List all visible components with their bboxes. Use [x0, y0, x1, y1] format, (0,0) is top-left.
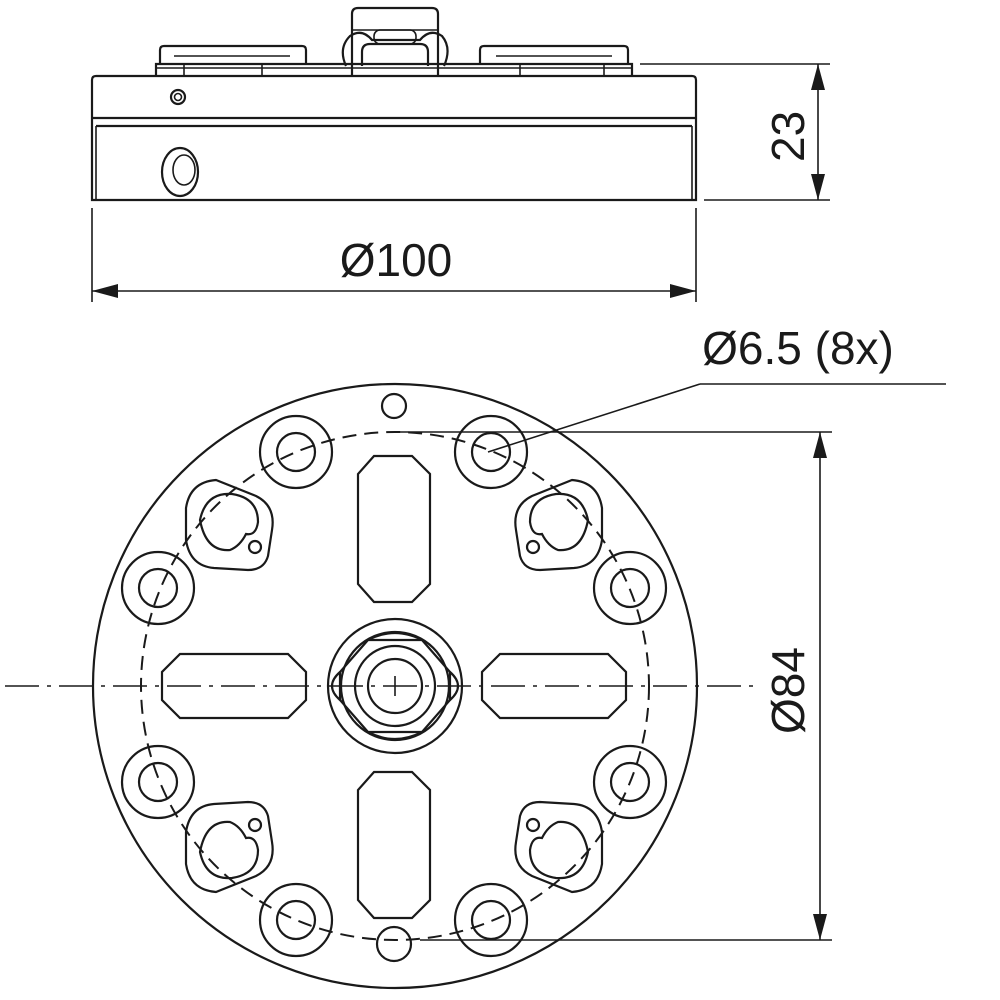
side-body-top	[90, 74, 698, 118]
center-hub	[326, 617, 464, 755]
callout-leader	[487, 383, 701, 453]
top-pin-hole	[380, 392, 408, 420]
height-dimension: 23	[640, 63, 830, 201]
slot-top	[356, 454, 432, 604]
hole-7	[258, 882, 334, 958]
hole-1	[258, 414, 334, 490]
slot-right	[480, 652, 628, 720]
height-dimension-label: 23	[762, 111, 814, 162]
outer-diameter-dimension: Ø100	[91, 208, 697, 302]
hole-8	[453, 882, 529, 958]
pocket-top-left	[184, 478, 274, 572]
side-top-plate	[154, 62, 634, 76]
pocket-top-right	[514, 478, 604, 572]
slot-bottom	[356, 770, 432, 920]
side-view	[90, 6, 698, 202]
bolt-circle-label: Ø84	[762, 647, 814, 734]
side-body-lower	[90, 118, 698, 202]
mounting-holes	[120, 414, 668, 958]
slots	[160, 454, 628, 920]
bottom-pin-hole	[375, 925, 413, 963]
side-screw	[169, 88, 187, 106]
pocket-bottom-right	[514, 800, 604, 894]
hole-4	[592, 550, 668, 626]
pockets	[184, 478, 604, 894]
outer-diameter-label: Ø100	[340, 234, 453, 286]
hole-callout-label: Ø6.5 (8x)	[702, 322, 894, 374]
hole-6	[592, 744, 668, 820]
side-center-stud	[350, 6, 440, 76]
side-left-block	[158, 44, 308, 64]
side-port	[160, 146, 200, 198]
pocket-bottom-left	[184, 800, 274, 894]
slot-left	[160, 652, 308, 720]
top-view: Ø6.5 (8x) Ø84	[5, 322, 946, 990]
hole-3	[120, 550, 196, 626]
hole-2	[453, 414, 529, 490]
side-right-block	[478, 44, 630, 64]
hole-5	[120, 744, 196, 820]
